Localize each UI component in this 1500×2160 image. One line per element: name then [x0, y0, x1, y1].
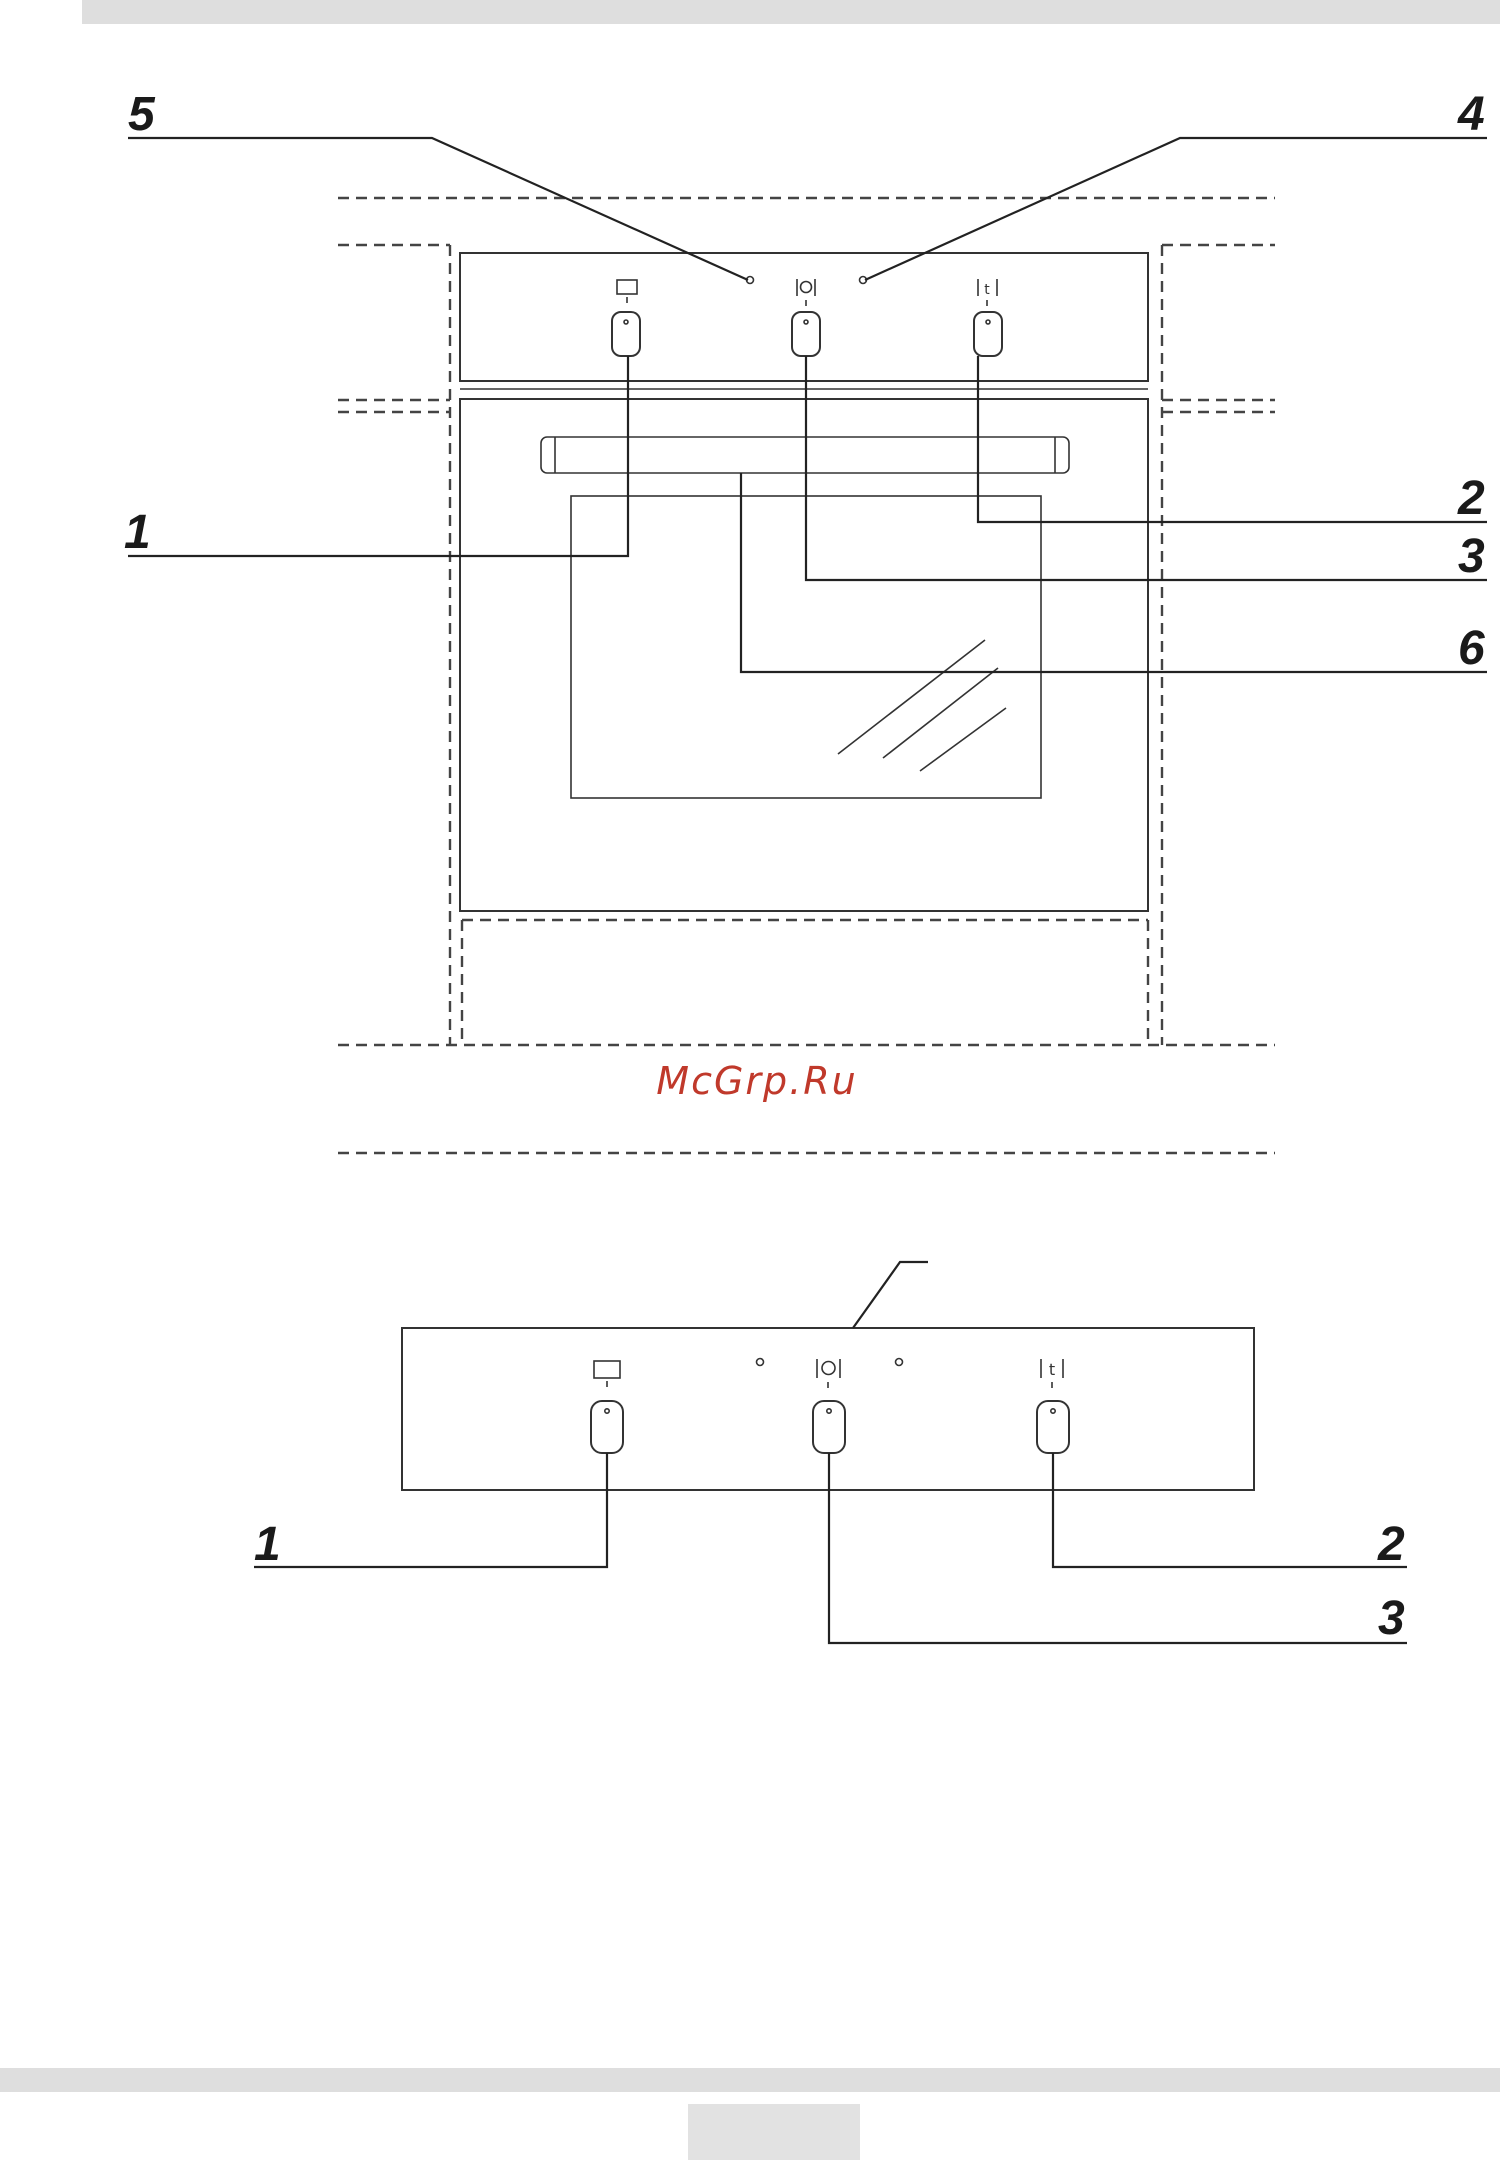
callout-4: 4 — [1457, 88, 1485, 141]
callout-3-detail: 3 — [1378, 1592, 1405, 1645]
timer-knob — [792, 312, 820, 356]
thermostat-knob — [974, 312, 1002, 356]
svg-text:t: t — [984, 282, 990, 298]
top-band — [82, 0, 1500, 24]
callout-3: 3 — [1458, 530, 1485, 583]
callout-1: 1 — [124, 506, 151, 559]
watermark: McGrp.Ru — [656, 1059, 857, 1103]
page-number-tab — [688, 2104, 860, 2160]
oven-door — [460, 399, 1148, 911]
svg-text:t: t — [1049, 1360, 1055, 1379]
callout-2: 2 — [1457, 472, 1485, 525]
oven-front-view: t 5 4 1 2 — [124, 88, 1487, 1153]
callout-5: 5 — [128, 88, 156, 141]
callout-1-detail: 1 — [254, 1518, 281, 1571]
control-panel-detail-view: t 1 2 3 — [254, 1262, 1407, 1645]
function-selector-knob — [612, 312, 640, 356]
callout-2-detail: 2 — [1377, 1518, 1405, 1571]
bottom-band — [0, 2068, 1500, 2092]
callout-6: 6 — [1458, 622, 1485, 675]
